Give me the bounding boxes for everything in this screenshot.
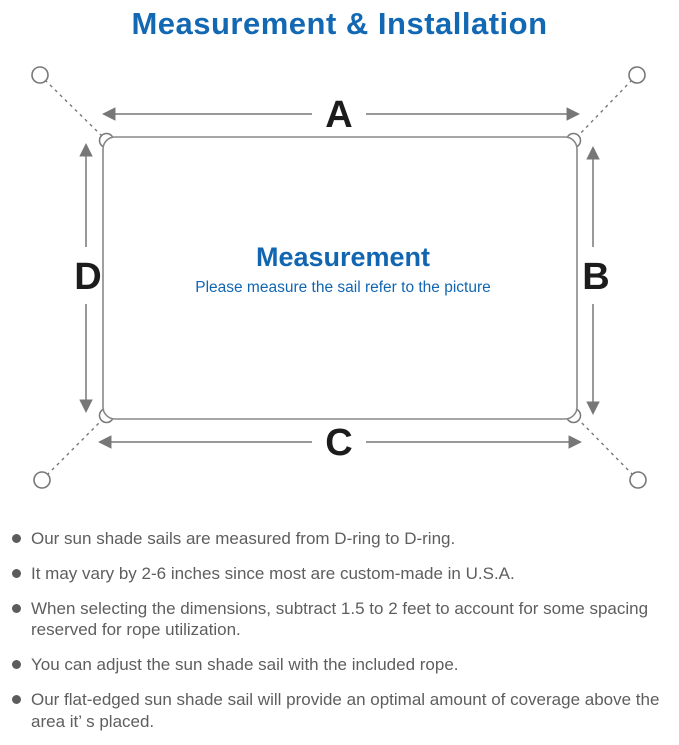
note-item: When selecting the dimensions, subtract … (12, 598, 669, 642)
dotted-line-bottom-left (46, 416, 106, 476)
dotted-line-top-left (44, 79, 106, 140)
notes-list: Our sun shade sails are measured from D-… (0, 528, 679, 732)
page-title: Measurement & Installation (131, 6, 548, 41)
anchor-ring-bottom-left-icon (33, 471, 51, 489)
anchor-ring-top-left-icon (31, 66, 49, 84)
dimension-label-c: C (325, 422, 352, 464)
dotted-line-bottom-right (575, 416, 634, 476)
bullet-icon (12, 694, 21, 704)
bullet-icon (12, 603, 21, 613)
bullet-icon (12, 534, 21, 543)
note-text: When selecting the dimensions, subtract … (31, 598, 649, 640)
dimension-label-d: D (74, 256, 101, 298)
anchor-ring-top-right-icon (628, 66, 646, 84)
note-text: It may vary by 2-6 inches since most are… (31, 563, 515, 583)
note-text: Our sun shade sails are measured from D-… (31, 529, 456, 548)
measurement-diagram-svg: A C D B Measurement Please measure the s… (31, 66, 647, 489)
center-subtitle: Please measure the sail refer to the pic… (195, 279, 491, 296)
bullet-icon (12, 660, 21, 669)
note-text: Our flat-edged sun shade sail will provi… (31, 689, 660, 731)
note-item: Our flat-edged sun shade sail will provi… (12, 689, 669, 733)
bullet-icon (12, 568, 21, 578)
dimension-label-b: B (582, 256, 609, 298)
note-text: You can adjust the sun shade sail with t… (31, 655, 459, 674)
dimension-label-a: A (325, 94, 352, 136)
measurement-diagram: A C D B Measurement Please measure the s… (0, 42, 679, 522)
note-item: Our sun shade sails are measured from D-… (12, 528, 669, 550)
note-item: You can adjust the sun shade sail with t… (12, 654, 669, 676)
sail-rectangle (102, 136, 578, 420)
anchor-ring-bottom-right-icon (629, 471, 647, 489)
note-item: It may vary by 2-6 inches since most are… (12, 563, 669, 585)
dotted-line-top-right (574, 79, 633, 140)
center-heading: Measurement (256, 242, 430, 272)
